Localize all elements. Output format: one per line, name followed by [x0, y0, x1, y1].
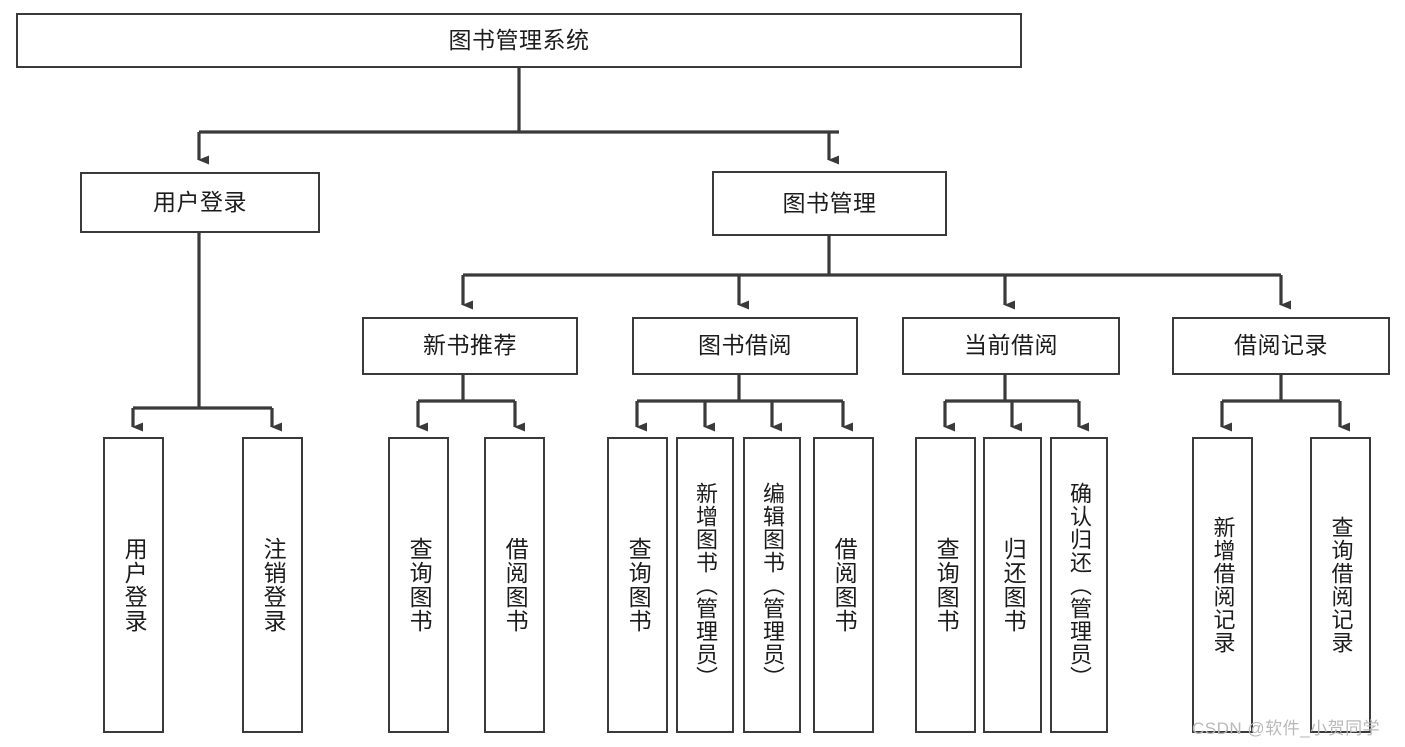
- node-leaf-confirm-return[interactable]: 确认归还（管理员）: [1050, 437, 1108, 733]
- node-new-book-recommend[interactable]: 新书推荐: [362, 317, 578, 375]
- node-leaf-borrow-book-1[interactable]: 借阅图书: [484, 437, 545, 733]
- node-leaf-query-borrow-record[interactable]: 查询借阅记录: [1310, 437, 1371, 733]
- node-root-system[interactable]: 图书管理系统: [16, 13, 1022, 68]
- node-leaf-borrow-book-2[interactable]: 借阅图书: [813, 437, 874, 733]
- node-label: 编辑图书（管理员）: [759, 481, 785, 689]
- node-leaf-logout-login[interactable]: 注销登录: [242, 437, 303, 733]
- node-label: 用户登录: [121, 537, 148, 633]
- node-label: 图书管理: [782, 189, 877, 216]
- node-label: 借阅记录: [1234, 332, 1328, 359]
- node-leaf-query-book-2[interactable]: 查询图书: [607, 437, 668, 733]
- node-label: 新书推荐: [423, 332, 517, 359]
- node-leaf-query-book-1[interactable]: 查询图书: [388, 437, 449, 733]
- node-label: 确认归还（管理员）: [1066, 481, 1092, 689]
- node-label: 图书借阅: [698, 332, 792, 359]
- node-leaf-add-borrow-record[interactable]: 新增借阅记录: [1192, 437, 1253, 733]
- node-label: 当前借阅: [964, 332, 1058, 359]
- node-label: 图书管理系统: [448, 26, 590, 53]
- node-label: 查询图书: [933, 537, 960, 633]
- node-leaf-edit-book[interactable]: 编辑图书（管理员）: [743, 437, 801, 733]
- node-book-borrow[interactable]: 图书借阅: [632, 317, 858, 375]
- node-label: 借阅图书: [502, 537, 529, 633]
- node-leaf-add-book[interactable]: 新增图书（管理员）: [676, 437, 734, 733]
- node-label: 用户登录: [153, 188, 247, 215]
- node-book-manage[interactable]: 图书管理: [712, 171, 947, 236]
- node-label: 归还图书: [1000, 537, 1027, 633]
- node-label: 新增借阅记录: [1210, 516, 1236, 654]
- node-leaf-return-book[interactable]: 归还图书: [983, 437, 1042, 733]
- node-leaf-user-login[interactable]: 用户登录: [103, 437, 164, 733]
- node-label: 查询图书: [406, 537, 433, 633]
- node-leaf-query-book-3[interactable]: 查询图书: [915, 437, 976, 733]
- node-user-login[interactable]: 用户登录: [80, 172, 320, 233]
- node-label: 查询图书: [625, 537, 652, 633]
- csdn-watermark: CSDN @软件_小贺同学: [1192, 719, 1381, 738]
- node-label: 新增图书（管理员）: [692, 481, 718, 689]
- node-label: 查询借阅记录: [1328, 516, 1354, 654]
- node-label: 借阅图书: [831, 537, 858, 633]
- node-label: 注销登录: [260, 537, 287, 633]
- node-borrow-record[interactable]: 借阅记录: [1172, 317, 1390, 375]
- node-current-borrow[interactable]: 当前借阅: [902, 317, 1120, 375]
